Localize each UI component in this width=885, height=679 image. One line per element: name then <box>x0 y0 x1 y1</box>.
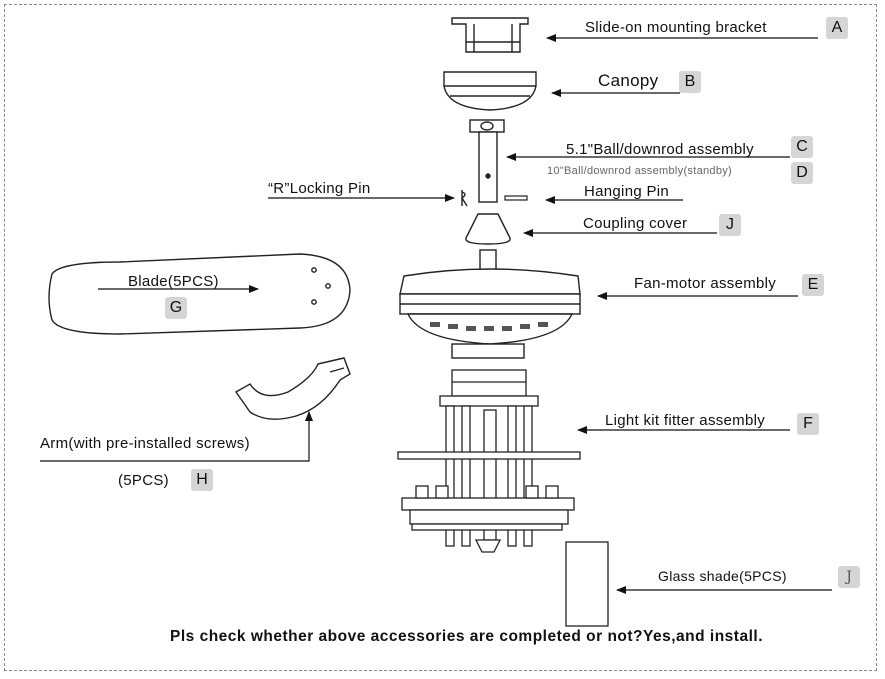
downrod-standby-badge: D <box>791 162 813 184</box>
arm-drawing <box>234 357 351 420</box>
arm-quantity-label: (5PCS) <box>118 472 169 489</box>
blade-drawing <box>48 253 351 335</box>
glass-shade-drawing <box>565 541 609 627</box>
canopy-label: Canopy <box>598 71 659 90</box>
canopy-drawing <box>443 71 537 111</box>
arm-callout <box>40 411 313 462</box>
glass-shade-badge: J <box>838 566 860 588</box>
downrod-label: 5.1"Ball/downrod assembly <box>566 141 754 158</box>
fan-motor-label: Fan-motor assembly <box>634 275 777 292</box>
fan-motor-badge: E <box>802 274 824 296</box>
downrod-badge: C <box>791 136 813 158</box>
light-kit-badge: F <box>797 413 819 435</box>
bracket-badge: A <box>826 17 848 39</box>
dashed-border <box>4 4 877 671</box>
locking-pin-drawing <box>461 190 468 207</box>
bracket-label: Slide-on mounting bracket <box>585 19 767 36</box>
light-kit-label: Light kit fitter assembly <box>605 412 766 429</box>
blade-label: Blade(5PCS) <box>128 273 219 290</box>
mounting-bracket-drawing <box>451 17 529 53</box>
locking-pin-label: “R”Locking Pin <box>268 180 371 197</box>
coupling-cover-label: Coupling cover <box>583 215 688 232</box>
arm-badge: H <box>191 469 213 491</box>
callout-arrows <box>98 34 832 594</box>
downrod-standby-label: 10"Ball/downrod assembly(standby) <box>547 165 733 177</box>
footer-note: Pls check whether above accessories are … <box>170 628 764 645</box>
blade-badge: G <box>165 297 187 319</box>
arm-label: Arm(with pre-installed screws) <box>40 435 250 452</box>
coupling-cover-drawing <box>465 213 511 245</box>
hanging-pin-drawing <box>504 195 528 201</box>
fan-motor-drawing <box>399 249 581 359</box>
coupling-cover-badge: J <box>719 214 741 236</box>
light-kit-drawing <box>397 369 581 553</box>
canopy-badge: B <box>679 71 701 93</box>
hanging-pin-label: Hanging Pin <box>584 183 670 200</box>
glass-shade-label: Glass shade(5PCS) <box>658 568 787 584</box>
downrod-drawing <box>469 119 505 203</box>
